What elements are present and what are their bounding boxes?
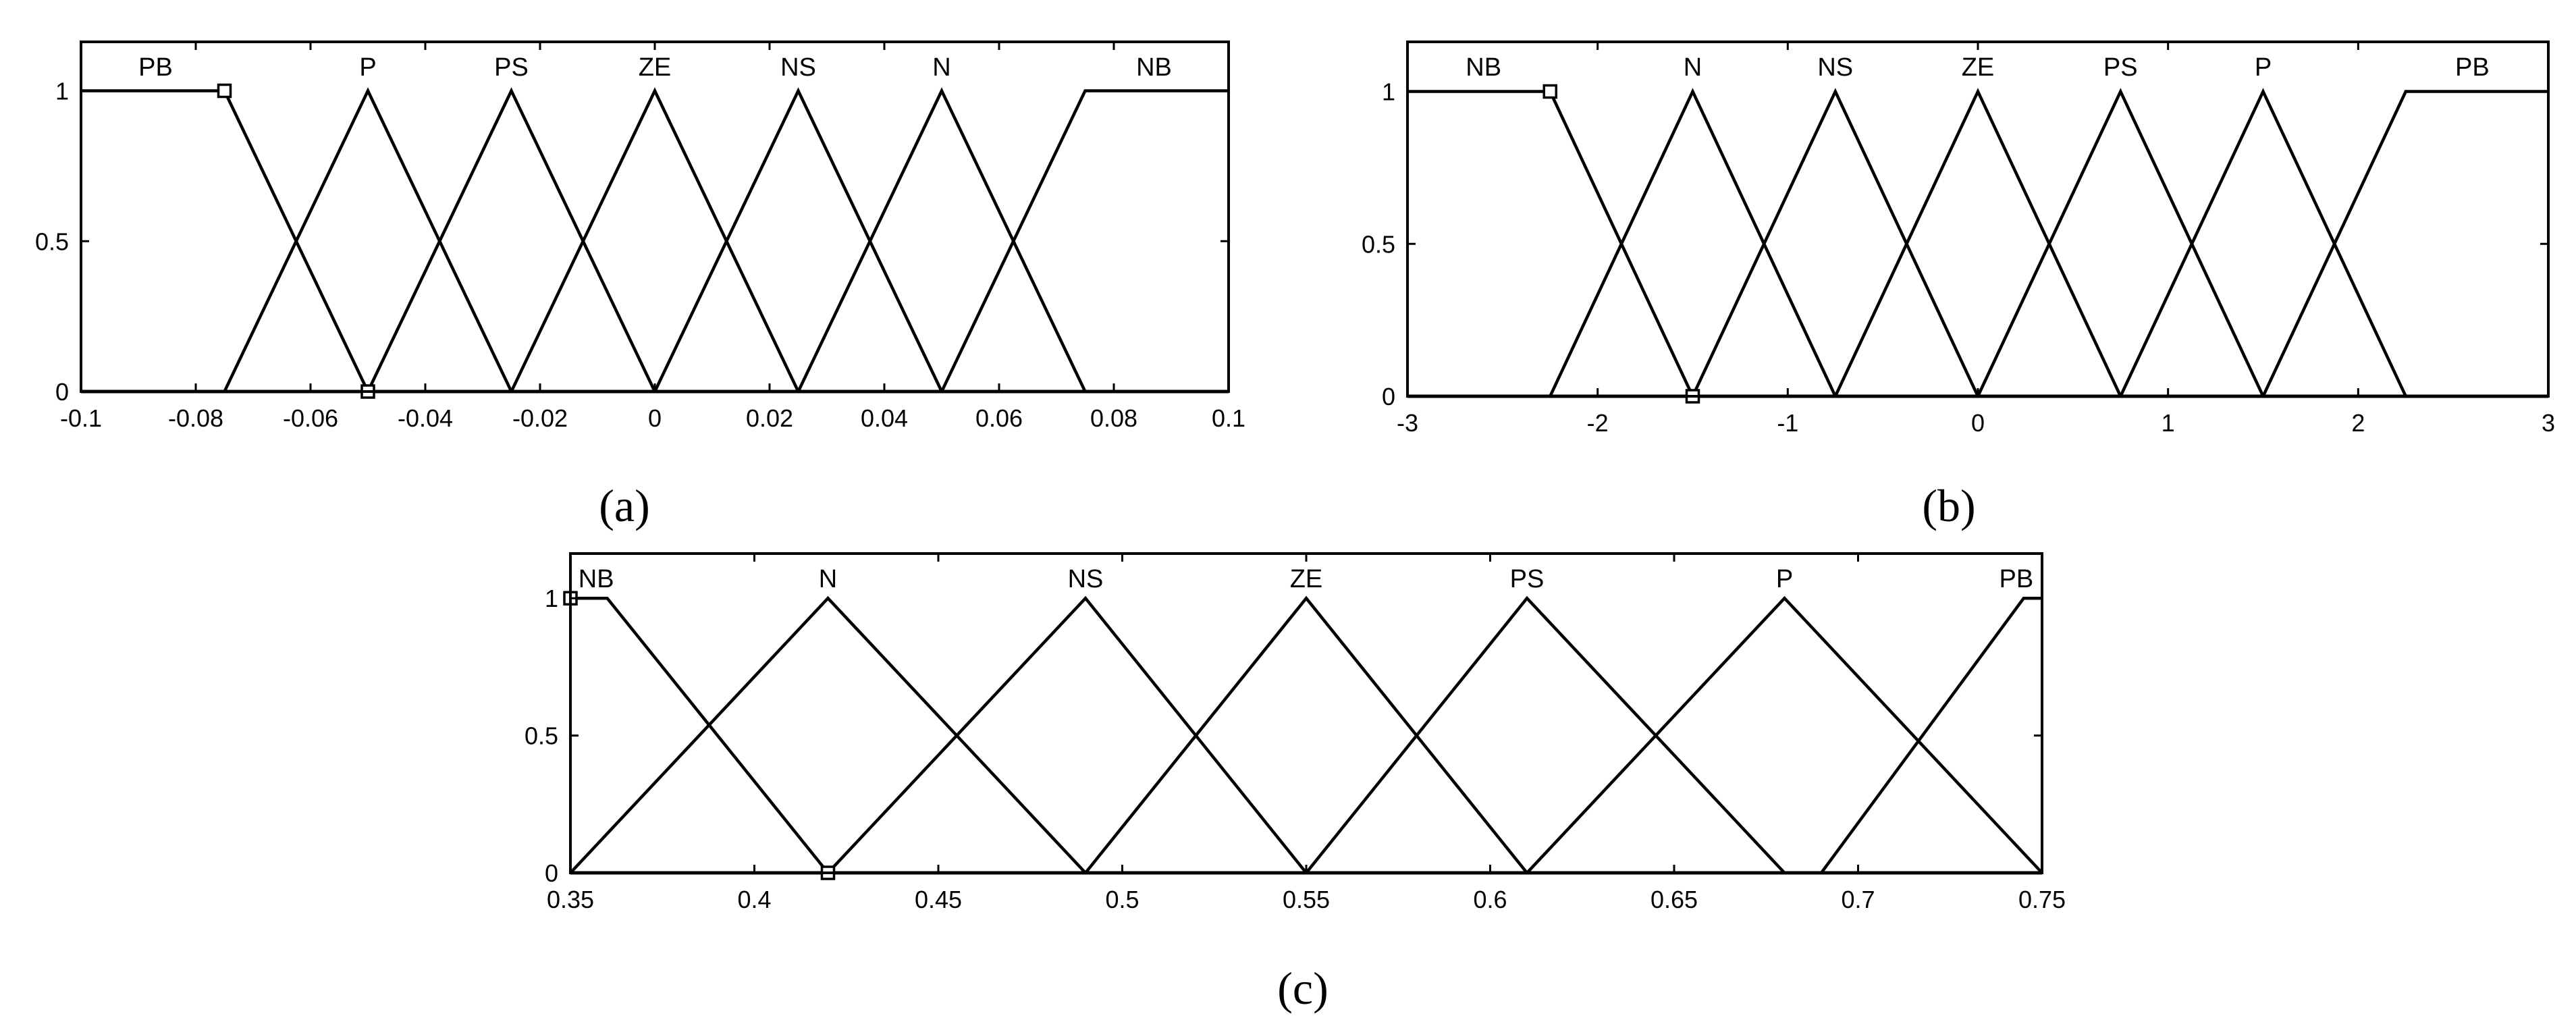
mf-line-nb: [1407, 90, 2548, 398]
mf-line-ps: [81, 87, 1229, 394]
mf-line-ns: [81, 87, 1229, 394]
mf-label-ze: ZE: [1962, 53, 1995, 82]
x-tick-label: -0.02: [512, 404, 568, 432]
x-tick-label: 0.35: [547, 886, 594, 913]
mf-label-p: P: [1776, 565, 1793, 593]
y-tick-label: 0: [55, 378, 69, 406]
panel-a-chart: -0.1 -0.08 -0.06 -0.04 -0.02 0 0.02 0.04 0.06 0.0…: [35, 41, 1245, 432]
x-tick-label: 1: [2162, 409, 2175, 437]
mf-label-pb: PB: [1999, 565, 2033, 593]
y-tick-label: 0.5: [525, 722, 558, 750]
x-tick-label: 2: [2351, 409, 2365, 437]
mf-label-n: N: [1684, 53, 1702, 82]
mf-line-n: [1407, 88, 2548, 398]
mf-line-ze: [81, 87, 1229, 394]
y-tick-label: 1: [1382, 78, 1395, 106]
x-tick-label: -3: [1397, 409, 1418, 437]
mf-line-p: [1407, 88, 2548, 398]
x-tick-label: 0.45: [915, 886, 962, 913]
mf-label-ns: NS: [1068, 565, 1104, 593]
panel-c-caption: (c): [1277, 963, 1328, 1014]
mf-label-ns: NS: [1817, 53, 1853, 82]
y-tick-label: 0.5: [35, 227, 69, 255]
x-tick-label: 0: [648, 404, 662, 432]
mf-label-n: N: [819, 565, 837, 593]
mf-label-ps: PS: [2103, 53, 2138, 82]
x-tick-label: -0.1: [60, 404, 102, 432]
mf-label-ns: NS: [780, 53, 816, 82]
x-tick-label: -0.04: [398, 404, 453, 432]
x-tick-label: 0.75: [2018, 886, 2066, 913]
y-tick-label: 0.5: [1362, 230, 1395, 258]
panel-b-caption: (b): [1922, 480, 1975, 531]
mf-label-ze: ZE: [639, 53, 672, 82]
x-tick-label: 0.55: [1283, 886, 1330, 913]
mf-line-p: [81, 87, 1229, 394]
mf-line-n: [81, 87, 1229, 394]
mf-label-pb: PB: [138, 53, 173, 82]
x-tick-label: 0.65: [1651, 886, 1698, 913]
x-tick-label: 0.1: [1212, 404, 1245, 432]
x-tick-label: 0.4: [737, 886, 771, 913]
panel-b-chart: -3 -2 -1 0 1 2 3 0 0.5 1 NB N NS ZE PS P PB: [1362, 41, 2555, 437]
x-tick-label: 0.08: [1090, 404, 1137, 432]
x-tick-label: 0.04: [861, 404, 908, 432]
y-tick-label: 0: [1382, 383, 1395, 410]
mf-label-pb: PB: [2455, 53, 2490, 82]
x-tick-label: 0.02: [746, 404, 793, 432]
mf-line-pb: [81, 89, 1229, 394]
y-tick-label: 1: [55, 78, 69, 105]
mf-label-nb: NB: [579, 565, 614, 593]
mf-line-ns: [1407, 88, 2548, 398]
mf-label-p: P: [359, 53, 376, 82]
x-tick-label: -0.06: [283, 404, 338, 432]
mf-line-ps: [1407, 88, 2548, 398]
mf-line-ze: [1407, 88, 2548, 398]
mf-marker: [217, 83, 232, 99]
panel-c-chart: 0.35 0.4 0.45 0.5 0.55 0.6 0.65 0.7 0.75 0 0.5 1 NB N…: [525, 552, 2066, 913]
mf-label-ze: ZE: [1290, 565, 1323, 593]
y-tick-label: 0: [545, 859, 558, 887]
mf-label-p: P: [2255, 53, 2272, 82]
mf-marker: [1542, 84, 1557, 99]
mf-label-ps: PS: [494, 53, 529, 82]
x-tick-label: 0.5: [1105, 886, 1139, 913]
x-tick-label: 0: [1971, 409, 1985, 437]
x-tick-label: 0.6: [1473, 886, 1507, 913]
mf-line-nb: [81, 89, 1229, 394]
x-tick-label: -2: [1587, 409, 1609, 437]
mf-line-pb: [1407, 90, 2548, 398]
mf-label-ps: PS: [1510, 565, 1545, 593]
mf-label-nb: NB: [1136, 53, 1172, 82]
y-tick-label: 1: [545, 585, 558, 612]
mf-label-nb: NB: [1466, 53, 1501, 82]
x-tick-label: -0.08: [168, 404, 223, 432]
x-tick-label: 0.06: [975, 404, 1023, 432]
panel-a-caption: (a): [599, 480, 649, 531]
x-tick-label: 3: [2542, 409, 2555, 437]
x-tick-label: -1: [1777, 409, 1798, 437]
x-tick-label: 0.7: [1841, 886, 1875, 913]
mf-label-n: N: [932, 53, 950, 82]
